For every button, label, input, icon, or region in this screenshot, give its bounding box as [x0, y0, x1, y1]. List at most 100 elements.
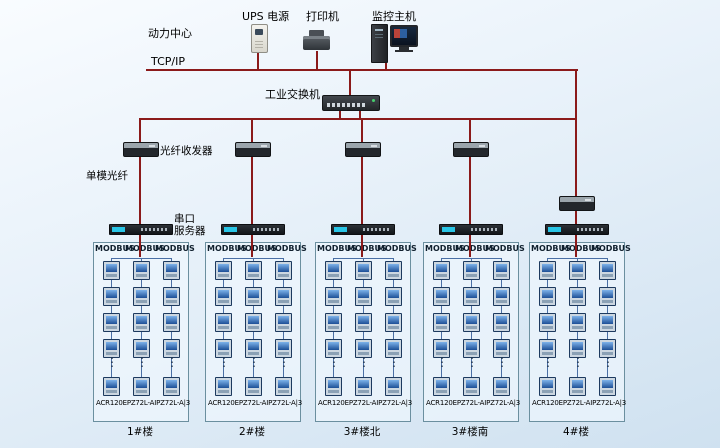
- meter-buttons: [248, 352, 259, 355]
- meter-buttons: [328, 390, 339, 393]
- fiber-uplink-line: [575, 70, 577, 196]
- meter-buttons: [136, 274, 147, 277]
- meter-icon: [599, 261, 616, 280]
- modbus-label: MODBUS: [207, 244, 247, 253]
- modbus-label: MODBUS: [485, 244, 525, 253]
- printer-icon: [303, 30, 330, 51]
- meter-screen: [218, 290, 229, 298]
- fiber-transceiver-icon: [453, 142, 489, 157]
- serial-server-icon: [439, 224, 503, 235]
- meter-screen: [602, 342, 613, 350]
- meter-model-label: PZ72L-A|3: [378, 399, 413, 407]
- serial-server-icon: [331, 224, 395, 235]
- meter-icon: [245, 287, 262, 306]
- meter-icon: [463, 339, 480, 358]
- fiber-transceiver-icon: [235, 142, 271, 157]
- meter-icon: [599, 287, 616, 306]
- meter-screen: [388, 290, 399, 298]
- meter-buttons: [278, 300, 289, 303]
- serial-server-label-line1: 串口: [174, 213, 195, 225]
- meter-buttons: [572, 274, 583, 277]
- meter-icon: [245, 313, 262, 332]
- meter-screen: [278, 316, 289, 324]
- meter-buttons: [602, 274, 613, 277]
- meter-buttons: [166, 390, 177, 393]
- meter-icon: [539, 339, 556, 358]
- meter-icon: [599, 313, 616, 332]
- meter-buttons: [278, 326, 289, 329]
- meter-buttons: [166, 352, 177, 355]
- meter-screen: [106, 316, 117, 324]
- tcpip-label: TCP/IP: [151, 55, 185, 68]
- meter-screen: [542, 342, 553, 350]
- meter-screen: [466, 342, 477, 350]
- meter-buttons: [136, 300, 147, 303]
- meter-screen: [328, 264, 339, 272]
- monitor-host-label: 监控主机: [372, 10, 416, 23]
- meter-icon: [163, 261, 180, 280]
- meter-screen: [328, 342, 339, 350]
- meter-icon: [275, 339, 292, 358]
- fiber-uplink-line: [469, 118, 471, 142]
- host-uplink-line: [385, 60, 387, 69]
- fiber-line: [575, 209, 577, 224]
- distribution-bus-line: [139, 118, 577, 120]
- meter-buttons: [496, 352, 507, 355]
- group-label: 4#楼: [563, 426, 589, 438]
- meter-screen: [328, 290, 339, 298]
- tcpip-bus-line: [146, 69, 578, 71]
- vertical-ellipsis-icon: ⋮: [358, 355, 370, 369]
- meter-icon: [569, 339, 586, 358]
- meter-screen: [166, 290, 177, 298]
- meter-screen: [248, 264, 259, 272]
- meter-icon: [275, 287, 292, 306]
- meter-screen: [248, 316, 259, 324]
- switch-drop-line: [359, 109, 361, 118]
- serial-server-icon: [221, 224, 285, 235]
- meter-icon: [355, 287, 372, 306]
- vertical-ellipsis-icon: ⋮: [436, 355, 448, 369]
- meter-icon: [433, 377, 450, 396]
- meter-buttons: [436, 300, 447, 303]
- meter-buttons: [602, 352, 613, 355]
- serial-server-label-line2: 服务器: [174, 225, 206, 237]
- meter-icon: [539, 261, 556, 280]
- serial-downlink-line: [469, 233, 471, 257]
- vertical-ellipsis-icon: ⋮: [542, 355, 554, 369]
- single-mode-fiber-label: 单模光纤: [86, 170, 128, 182]
- meter-screen: [436, 316, 447, 324]
- meter-buttons: [572, 390, 583, 393]
- meter-screen: [466, 380, 477, 388]
- meter-screen: [248, 380, 259, 388]
- meter-icon: [245, 261, 262, 280]
- meter-buttons: [602, 326, 613, 329]
- meter-icon: [325, 313, 342, 332]
- host-tower-icon: [371, 24, 388, 63]
- meter-buttons: [278, 274, 289, 277]
- group-label: 1#楼: [127, 426, 153, 438]
- vertical-ellipsis-icon: ⋮: [328, 355, 340, 369]
- modbus-label: MODBUS: [561, 244, 601, 253]
- meter-screen: [602, 316, 613, 324]
- meter-model-label: PZ72L-A|3: [592, 399, 627, 407]
- meter-icon: [433, 339, 450, 358]
- meter-icon: [539, 287, 556, 306]
- meter-icon: [163, 287, 180, 306]
- fiber-line: [139, 155, 141, 224]
- vertical-ellipsis-icon: ⋮: [572, 355, 584, 369]
- group-label: 3#楼北: [343, 426, 381, 438]
- fiber-transceiver-icon: [559, 196, 595, 211]
- modbus-label: MODBUS: [347, 244, 387, 253]
- meter-buttons: [278, 352, 289, 355]
- modbus-label: MODBUS: [425, 244, 465, 253]
- meter-screen: [496, 290, 507, 298]
- meter-buttons: [602, 390, 613, 393]
- serial-downlink-line: [575, 233, 577, 257]
- meter-screen: [572, 264, 583, 272]
- fiber-line: [361, 155, 363, 224]
- meter-buttons: [542, 326, 553, 329]
- meter-icon: [355, 313, 372, 332]
